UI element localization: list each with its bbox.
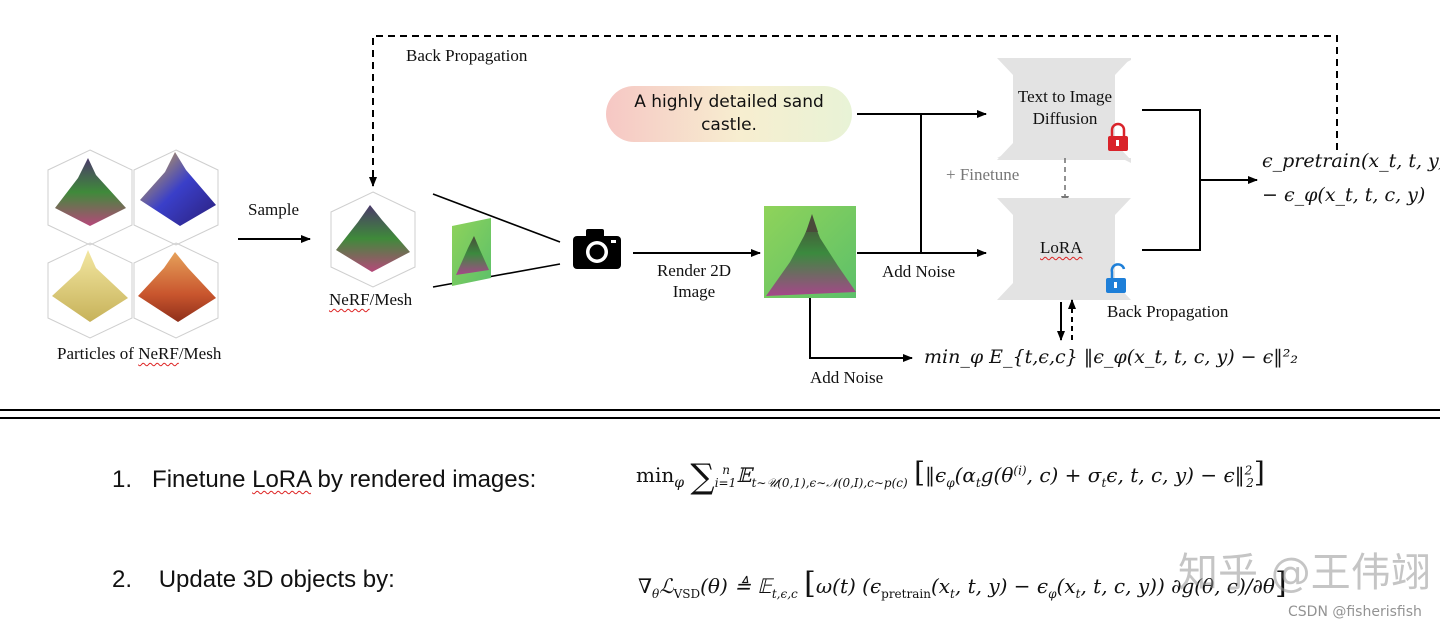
lock-open-icon bbox=[1106, 263, 1126, 293]
add-noise-mid-label: Add Noise bbox=[882, 262, 956, 281]
text-to-image-diffusion-label: Text to Image Diffusion bbox=[1017, 87, 1113, 128]
zhihu-watermark: 知乎 @王伟翊 bbox=[1178, 550, 1431, 596]
finetune-label: + Finetune bbox=[946, 165, 1020, 184]
step-1-equation: minφ ∑i=1n 𝔼t∼𝒰(0,1),ϵ∼𝒩(0,I),c∼p(c) [‖ϵ… bbox=[636, 456, 1265, 497]
camera-icon bbox=[573, 229, 621, 269]
lock-closed-icon bbox=[1108, 122, 1128, 151]
particle-tile-1 bbox=[47, 149, 133, 246]
rendered-image bbox=[764, 206, 856, 298]
particle-tile-4 bbox=[133, 242, 219, 339]
lora-block bbox=[997, 198, 1131, 300]
nerf-mesh-label: NeRF/Mesh bbox=[329, 290, 413, 309]
step-2-equation: ∇θℒVSD(θ) ≜ 𝔼t,ϵ,c [ω(t) (ϵpretrain(xt, … bbox=[638, 566, 1287, 601]
sample-label: Sample bbox=[248, 200, 299, 219]
add-noise-bottom-label: Add Noise bbox=[810, 368, 884, 387]
text-prompt: A highly detailed sand castle. bbox=[606, 86, 852, 142]
back-propagation-top-label: Back Propagation bbox=[406, 46, 528, 65]
csdn-watermark: CSDN @fisherisfish bbox=[1288, 604, 1422, 620]
particles-label: Particles of NeRF/Mesh bbox=[57, 344, 222, 363]
back-propagation-top-arrow bbox=[369, 35, 1338, 187]
add-noise-bottom-arrow bbox=[809, 298, 913, 362]
epsilon-pretrain-formula: ϵ_pretrain(x_t, t, y) bbox=[1262, 150, 1440, 172]
step-1: 1. Finetune LoRA by rendered images: bbox=[112, 466, 537, 493]
step-2: 2. Update 3D objects by: bbox=[112, 566, 395, 593]
render-2d-image-label: Render 2D Image bbox=[656, 261, 732, 301]
particle-tile-3 bbox=[47, 242, 133, 339]
loss-formula: min_φ E_{t,ϵ,c} ‖ϵ_φ(x_t, t, c, y) − ϵ‖²… bbox=[924, 346, 1298, 368]
nerf-mesh-tile bbox=[330, 191, 416, 288]
back-propagation-bottom-label: Back Propagation bbox=[1107, 302, 1229, 321]
epsilon-phi-formula: − ϵ_φ(x_t, t, c, y) bbox=[1262, 184, 1426, 206]
lora-label: LoRA bbox=[1040, 238, 1083, 257]
projected-view-thumbnail bbox=[452, 218, 491, 286]
particle-tile-2 bbox=[133, 149, 219, 246]
